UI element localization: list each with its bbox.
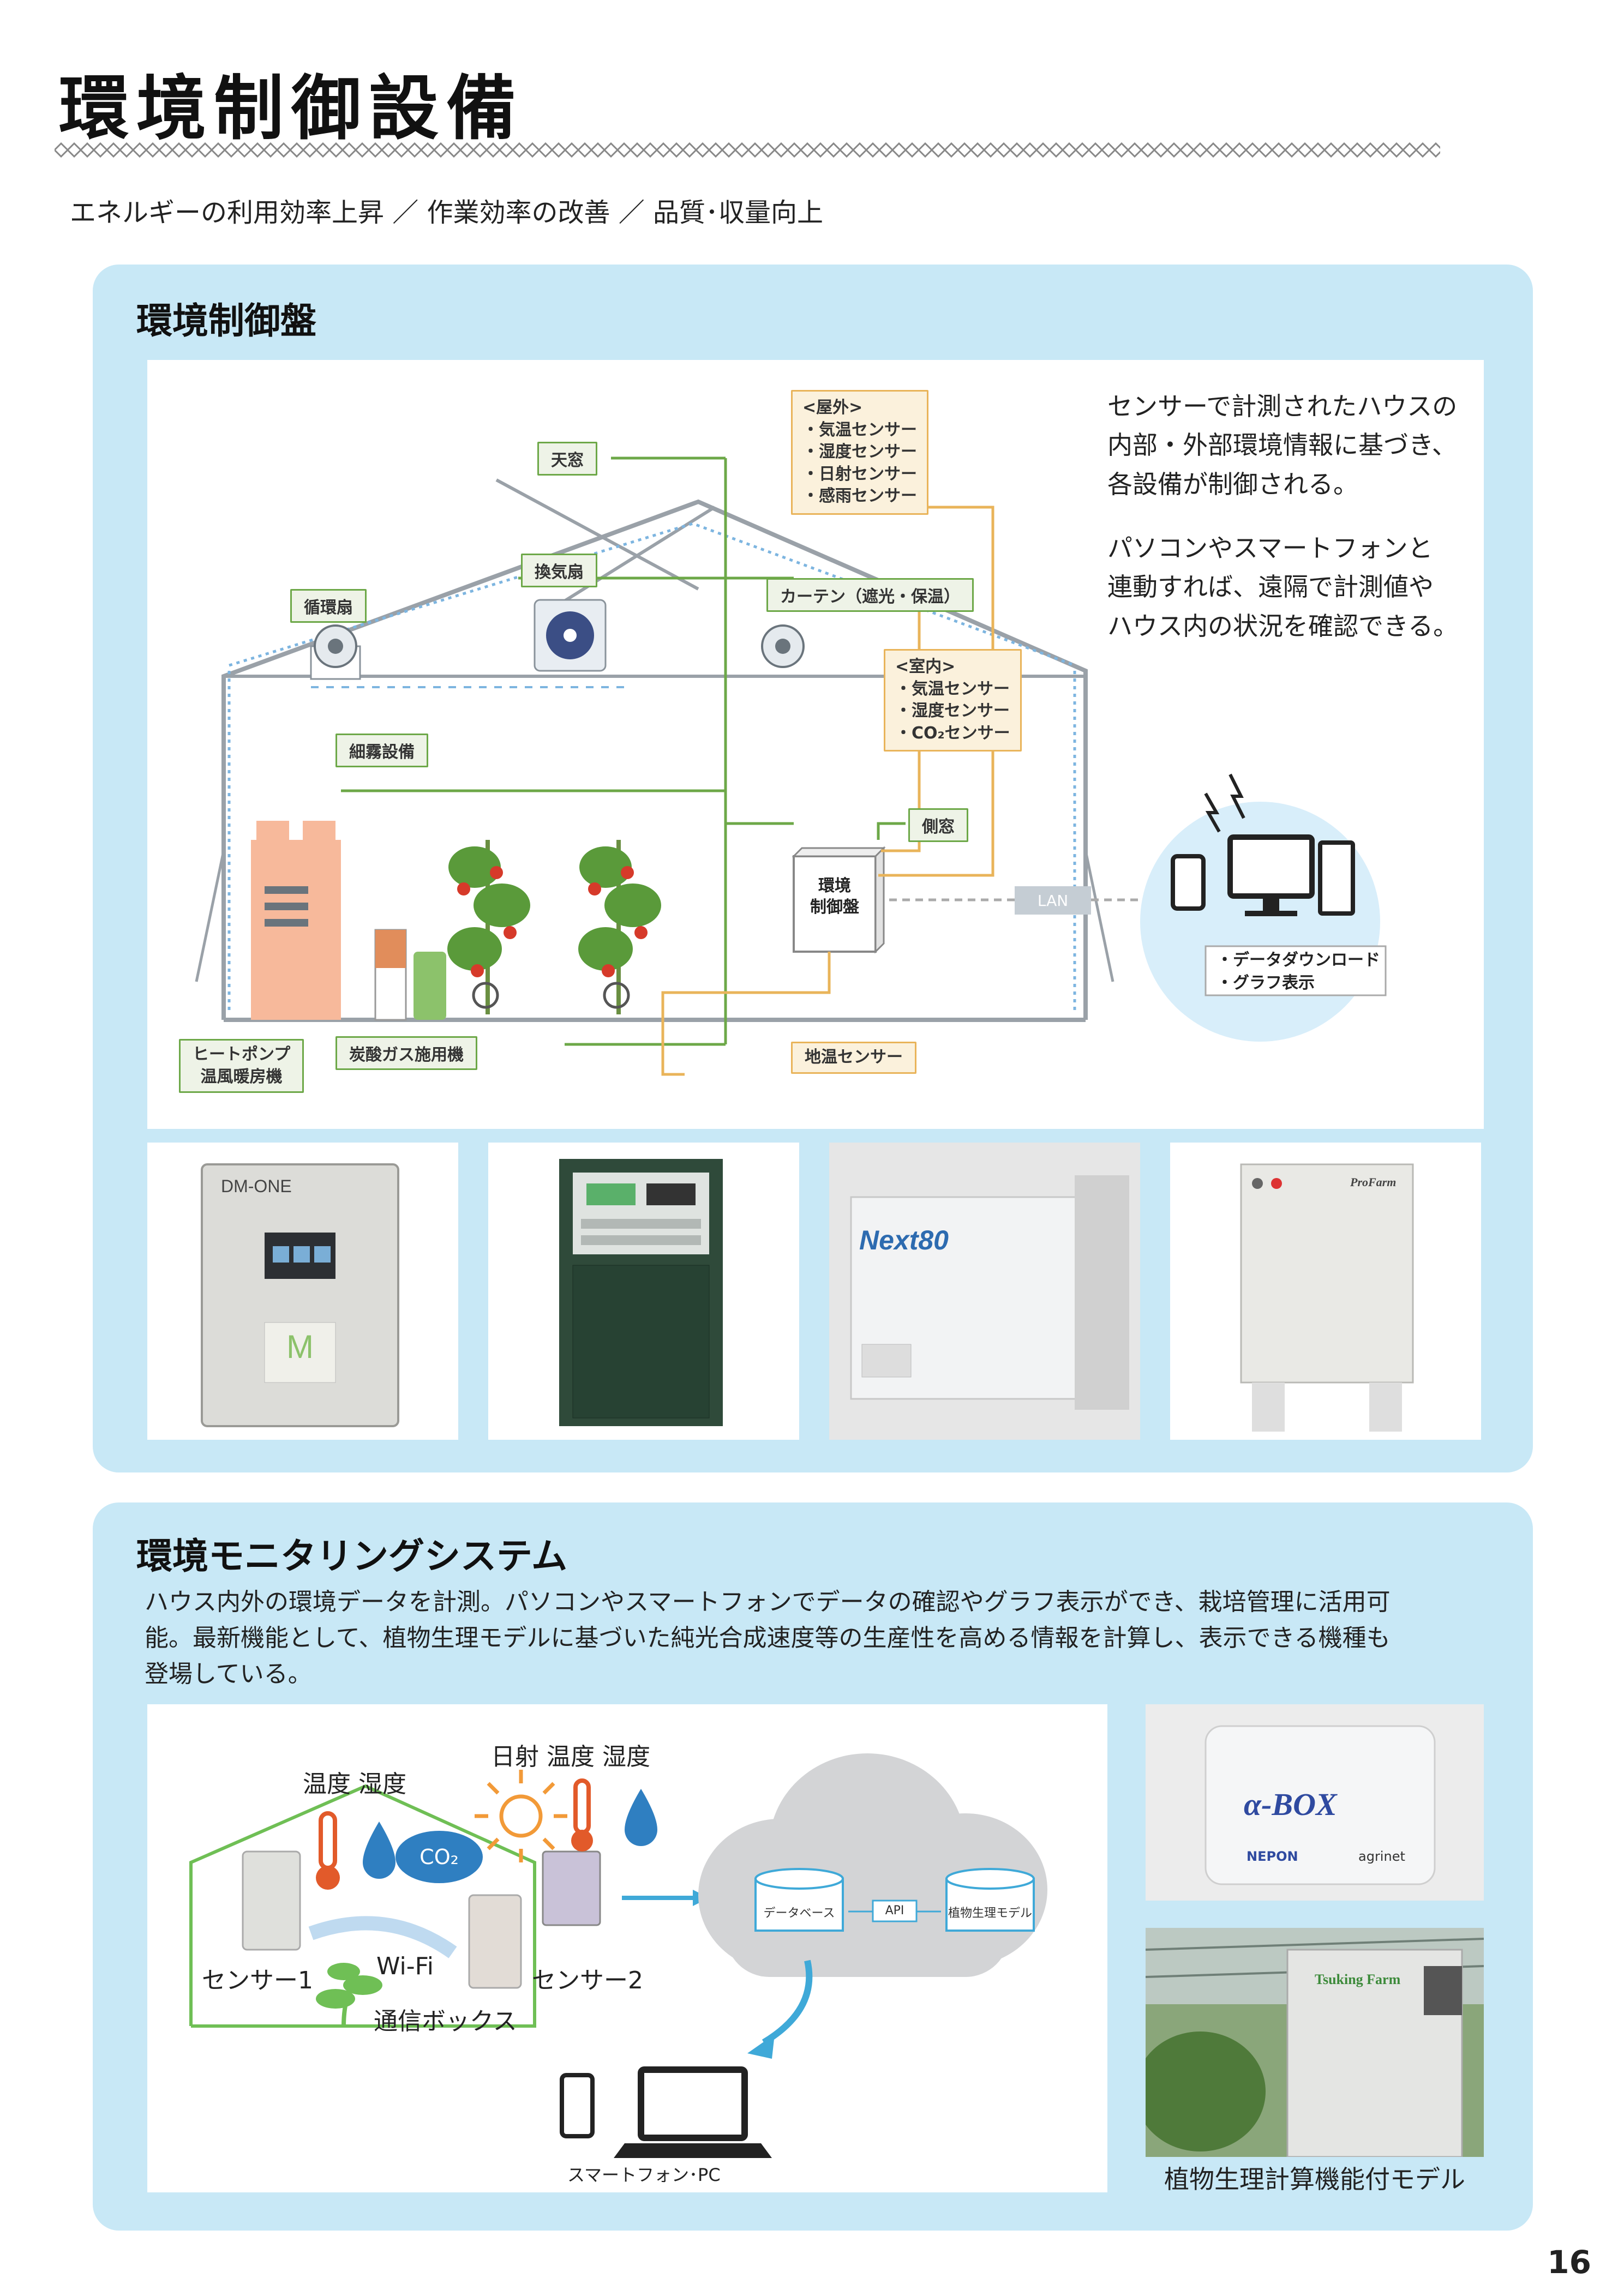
label-chion: 地温センサー: [791, 1042, 916, 1074]
label-tenmado: 天窓: [537, 442, 597, 476]
device-features: ・データダウンロード ・グラフ表示: [1216, 951, 1380, 993]
label-curtain: カーテン（遮光・保温）: [766, 578, 974, 612]
label-junkansen: 循環扇: [290, 589, 367, 623]
devices-label: スマートフォン･PC: [567, 2165, 721, 2185]
monitoring-diagram: 温度 湿度 日射 温度 湿度 CO₂ センサー1 センサー2 Wi-Fi 通信ボ…: [147, 1704, 1107, 2192]
maker-label: NEPON: [1247, 1849, 1298, 1864]
farm-photo: Tsuking Farm: [1146, 1928, 1484, 2157]
page-number: 16: [1547, 2244, 1591, 2281]
farm-label: Tsuking Farm: [1315, 1972, 1401, 1987]
control-panel-heading: 環境制御盤: [136, 300, 316, 342]
sensor1-label: センサー1: [202, 1967, 313, 1994]
page-title: 環境制御設備: [59, 68, 524, 149]
product-1-label: DM-ONE: [221, 1176, 292, 1196]
alpha-box-photo: α-BOX NEPON agrinet: [1146, 1704, 1484, 1901]
fan-left: [310, 624, 361, 680]
outdoor-measure-label: 日射 温度 湿度: [491, 1743, 650, 1771]
database-label: データベース: [763, 1907, 835, 1920]
product-3-label: Next80: [859, 1225, 949, 1255]
label-lan: LAN: [1037, 892, 1069, 910]
partner-label: agrinet: [1358, 1849, 1405, 1864]
indoor-sensors: <室内> ・気温センサー ・湿度センサー ・CO₂センサー: [884, 649, 1022, 752]
product-photo-1: M DM-ONE: [147, 1143, 458, 1440]
label-sokumado: 側窓: [908, 808, 968, 842]
page-subtitle: エネルギーの利用効率上昇 ／ 作業効率の改善 ／ 品質･収量向上: [70, 197, 824, 228]
control-description-1: センサーで計測されたハウスの 内部・外部環境情報に基づき、 各設備が制御される。: [1107, 392, 1458, 499]
monitoring-heading: 環境モニタリングシステム: [136, 1535, 568, 1577]
product-4-label: ProFarm: [1350, 1175, 1397, 1189]
api-label: API: [885, 1904, 904, 1918]
label-saimu: 細霧設備: [335, 734, 428, 767]
label-tansan: 炭酸ガス施用機: [335, 1036, 477, 1070]
box-label: 通信ボックス: [374, 2008, 517, 2035]
svg-text:M: M: [286, 1329, 314, 1365]
product-photo-2: [488, 1143, 799, 1440]
label-control-box: 環境 制御盤: [810, 876, 859, 917]
indoor-measure-label: 温度 湿度: [303, 1770, 406, 1798]
monitoring-paragraph: ハウス内外の環境データを計測。パソコンやスマートフォンでデータの確認やグラフ表示…: [145, 1588, 1391, 1688]
sensor2-label: センサー2: [532, 1967, 643, 1994]
decorative-divider: [55, 139, 1440, 161]
outdoor-sensors: <屋外> ・気温センサー ・湿度センサー ・日射センサー ・感雨センサー: [791, 390, 928, 515]
wifi-label: Wi-Fi: [376, 1952, 434, 1980]
control-diagram: 天窓 換気扇 循環扇 カーテン（遮光・保温） 細霧設備 側窓 ヒートポンプ 温風…: [147, 360, 1484, 1129]
label-kankisen: 換気扇: [521, 554, 597, 587]
model-label: 植物生理モデル: [948, 1907, 1032, 1920]
co2-label: CO₂: [420, 1845, 459, 1869]
control-description-2: パソコンやスマートフォンと 連動すれば、遠隔で計測値や ハウス内の状況を確認でき…: [1107, 533, 1459, 641]
product-photo-3: Next80: [829, 1143, 1140, 1440]
label-heatpump: ヒートポンプ 温風暖房機: [179, 1039, 304, 1093]
alpha-box-label: α-BOX: [1244, 1787, 1337, 1822]
monitoring-caption: 植物生理計算機能付モデル: [1164, 2165, 1465, 2194]
product-photo-4: ProFarm: [1170, 1143, 1481, 1440]
greenhouse-illustration: [195, 456, 1387, 1076]
